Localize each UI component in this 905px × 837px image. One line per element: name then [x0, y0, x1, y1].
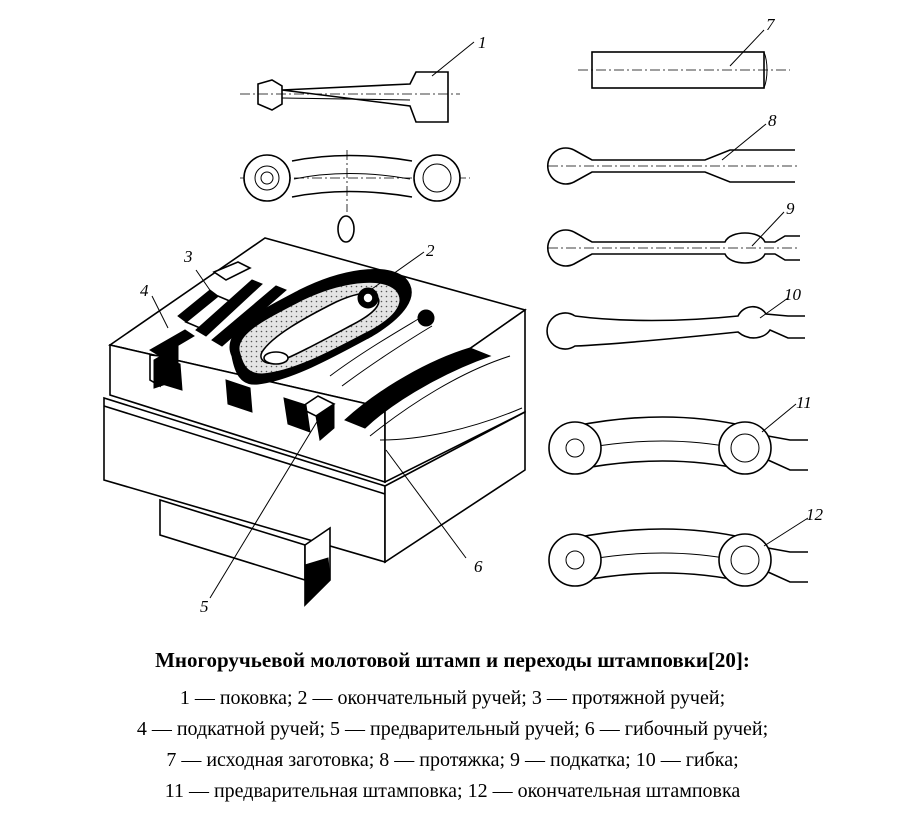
label-6: 6 [474, 557, 483, 576]
drawing-stage [547, 147, 800, 185]
legend-line-1: 1 — поковка; 2 — окончательный ручей; 3 … [179, 687, 726, 709]
label-11: 11 [796, 393, 812, 412]
label-1: 1 [478, 33, 487, 52]
legend-line-4: 11 — предварительная штамповка; 12 — око… [164, 780, 741, 802]
label-5: 5 [200, 597, 209, 616]
hammer-die [103, 237, 527, 607]
fullering-stage [547, 229, 800, 267]
caption-title: Многоручьевой молотовой штамп и переходы… [155, 648, 750, 672]
label-3: 3 [183, 247, 193, 266]
label-8: 8 [768, 111, 777, 130]
label-4: 4 [140, 281, 149, 300]
label-2: 2 [426, 241, 435, 260]
bending-stage [546, 305, 805, 350]
figure-caption: Многоручьевой молотовой штамп и переходы… [0, 648, 905, 807]
label-12: 12 [806, 505, 824, 524]
forging-plan-view [240, 150, 470, 243]
preliminary-forging-stage [548, 416, 808, 475]
label-9: 9 [786, 199, 795, 218]
label-10: 10 [784, 285, 802, 304]
forging-top-view [240, 71, 460, 123]
label-7: 7 [766, 15, 776, 34]
legend-line-3: 7 — исходная заготовка; 8 — протяжка; 9 … [166, 749, 739, 771]
final-forging-stage [548, 528, 808, 587]
legend-line-2: 4 — подкатной ручей; 5 — предварительный… [136, 718, 769, 740]
billet-stage [578, 51, 790, 89]
die-and-stages-drawing: 1 2 3 4 5 6 7 8 9 10 11 12 [103, 15, 824, 616]
leader-lines [151, 29, 809, 599]
